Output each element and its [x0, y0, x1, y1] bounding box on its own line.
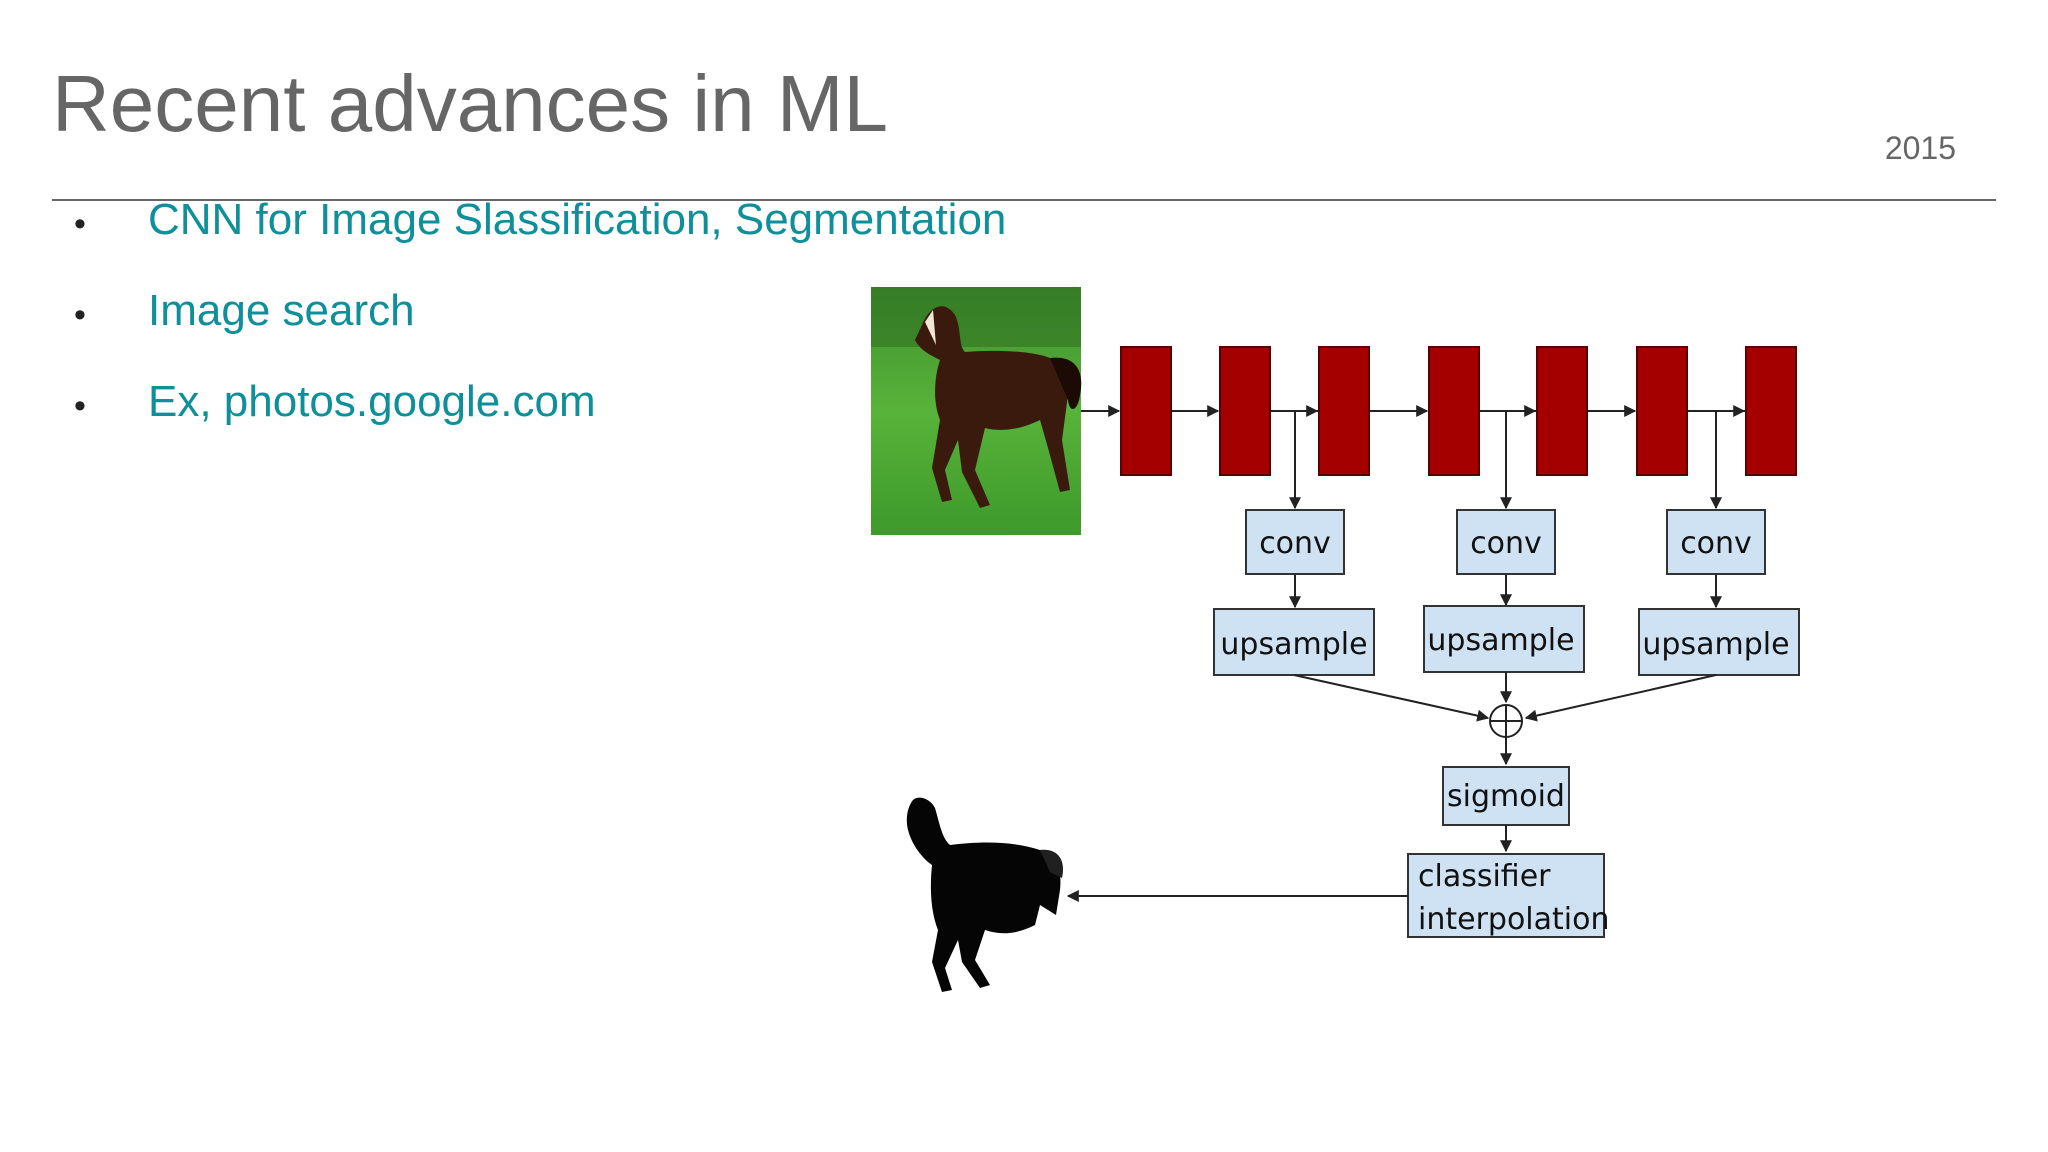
cnn-layer-3 — [1318, 346, 1370, 476]
sigmoid-label: sigmoid — [1447, 779, 1565, 814]
conv-box: conv — [1456, 509, 1556, 575]
upsample-label: upsample — [1220, 627, 1367, 662]
title-divider — [52, 199, 1996, 201]
bullet-dot-icon: • — [74, 387, 86, 425]
cnn-layer-6 — [1636, 346, 1688, 476]
bullet-dot-icon: • — [74, 205, 86, 243]
bullet-text: CNN for Image Slassification, Segmentati… — [148, 195, 1007, 244]
cnn-layer-5 — [1536, 346, 1588, 476]
upsample-label: upsample — [1642, 627, 1789, 662]
bullet-dot-icon: • — [74, 296, 86, 334]
upsample-box: upsample — [1423, 605, 1585, 673]
slide-year: 2015 — [1884, 130, 1956, 166]
sigmoid-box: sigmoid — [1442, 766, 1570, 826]
conv-box: conv — [1245, 509, 1345, 575]
upsample-label: upsample — [1427, 623, 1574, 658]
tap-arrows — [1289, 410, 1746, 609]
slide-title: Recent advances in ML — [52, 59, 889, 148]
horse-photo-icon — [871, 287, 1082, 535]
bullet-text: Image search — [148, 286, 415, 335]
conv-label: conv — [1259, 526, 1331, 561]
merge-arrows — [1293, 672, 1717, 722]
horse-silhouette-icon — [906, 797, 1064, 992]
bullet-text: Ex, photos.google.com — [148, 377, 596, 426]
conv-box: conv — [1666, 509, 1766, 575]
classifier-label: classifier — [1418, 859, 1551, 894]
upsample-box: upsample — [1213, 608, 1375, 676]
classifier-interpolation-box: classifier interpolation — [1407, 853, 1609, 938]
cnn-layer-4 — [1428, 346, 1480, 476]
interpolation-label: interpolation — [1418, 902, 1609, 937]
conv-label: conv — [1680, 526, 1752, 561]
sum-node-icon — [1489, 704, 1523, 738]
conv-label: conv — [1470, 526, 1542, 561]
cnn-layer-2 — [1219, 346, 1271, 476]
cnn-layer-7 — [1745, 346, 1797, 476]
upsample-box: upsample — [1638, 608, 1800, 676]
cnn-layer-1 — [1120, 346, 1172, 476]
